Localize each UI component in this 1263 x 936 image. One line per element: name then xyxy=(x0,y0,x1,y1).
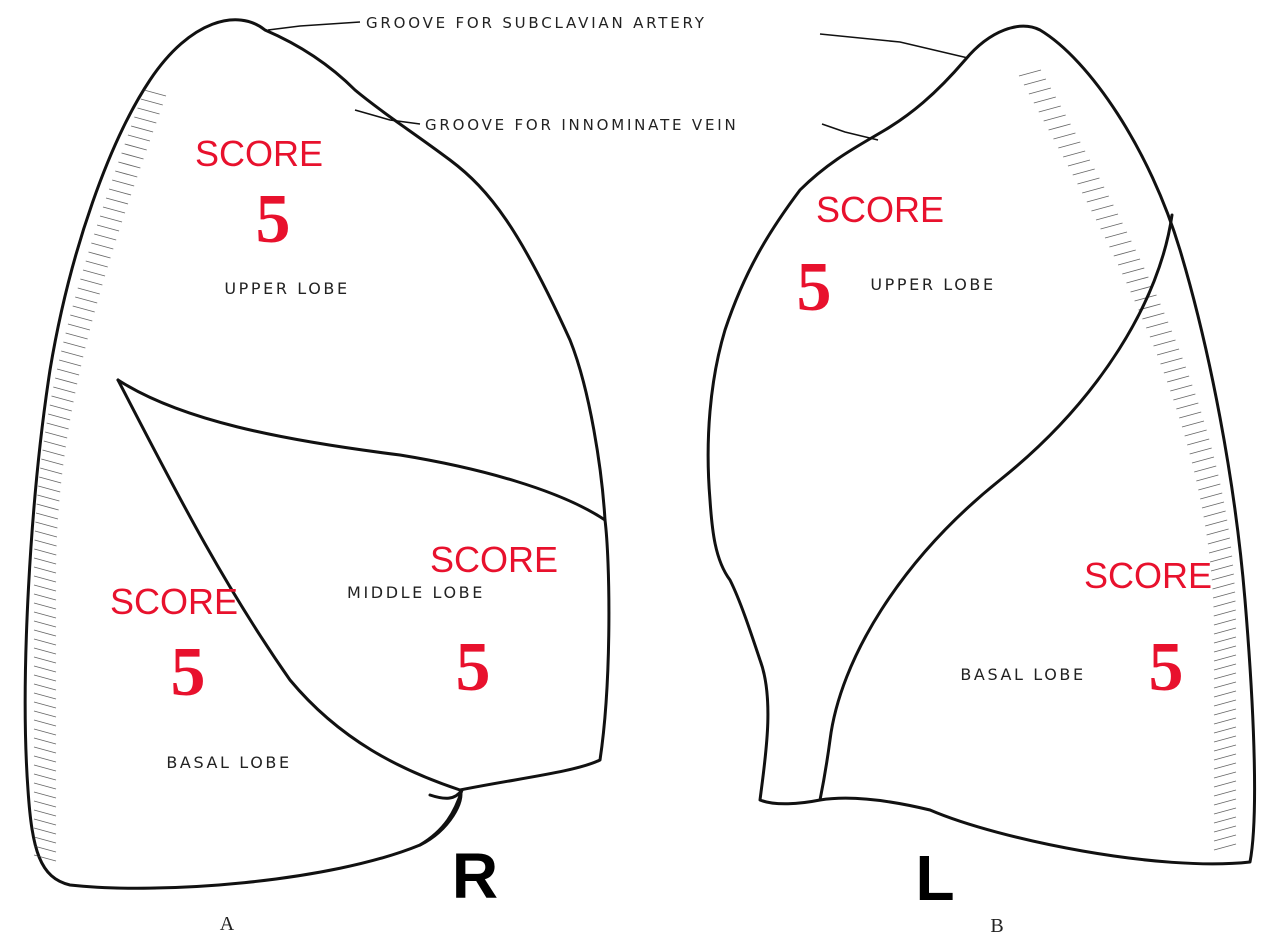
left-basal-lobe-label: BASAL LOBE xyxy=(960,665,1085,684)
figure-label-b: B xyxy=(990,915,1003,936)
right-middle-lobe-label: MIDDLE LOBE xyxy=(347,583,485,602)
innominate-leader-right xyxy=(822,124,878,140)
right-middle-score-word: SCORE xyxy=(430,539,558,580)
left-side-label: L xyxy=(915,842,954,914)
figure-label-a: A xyxy=(220,913,235,935)
subclavian-leader-left xyxy=(268,22,360,30)
groove-innominate-label: GROOVE FOR INNOMINATE VEIN xyxy=(425,116,738,134)
subclavian-leader-right xyxy=(820,34,968,58)
left-upper-score-value: 5 xyxy=(797,249,832,326)
right-upper-score-word: SCORE xyxy=(195,133,323,174)
right-upper-lobe-label: UPPER LOBE xyxy=(224,279,349,298)
right-basal-lobe-label: BASAL LOBE xyxy=(166,753,291,772)
right-upper-score-value: 5 xyxy=(256,181,291,258)
left-basal-score-word: SCORE xyxy=(1084,555,1212,596)
left-lung-outline xyxy=(708,26,1254,864)
right-middle-score-value: 5 xyxy=(456,629,491,706)
groove-subclavian-label: GROOVE FOR SUBCLAVIAN ARTERY xyxy=(366,14,707,32)
right-basal-score-value: 5 xyxy=(171,634,206,711)
left-lung xyxy=(708,26,1254,864)
right-basal-score-word: SCORE xyxy=(110,581,238,622)
left-upper-lobe-label: UPPER LOBE xyxy=(870,275,995,294)
left-upper-score-word: SCORE xyxy=(816,189,944,230)
right-side-label: R xyxy=(452,840,498,912)
left-basal-score-value: 5 xyxy=(1149,629,1184,706)
